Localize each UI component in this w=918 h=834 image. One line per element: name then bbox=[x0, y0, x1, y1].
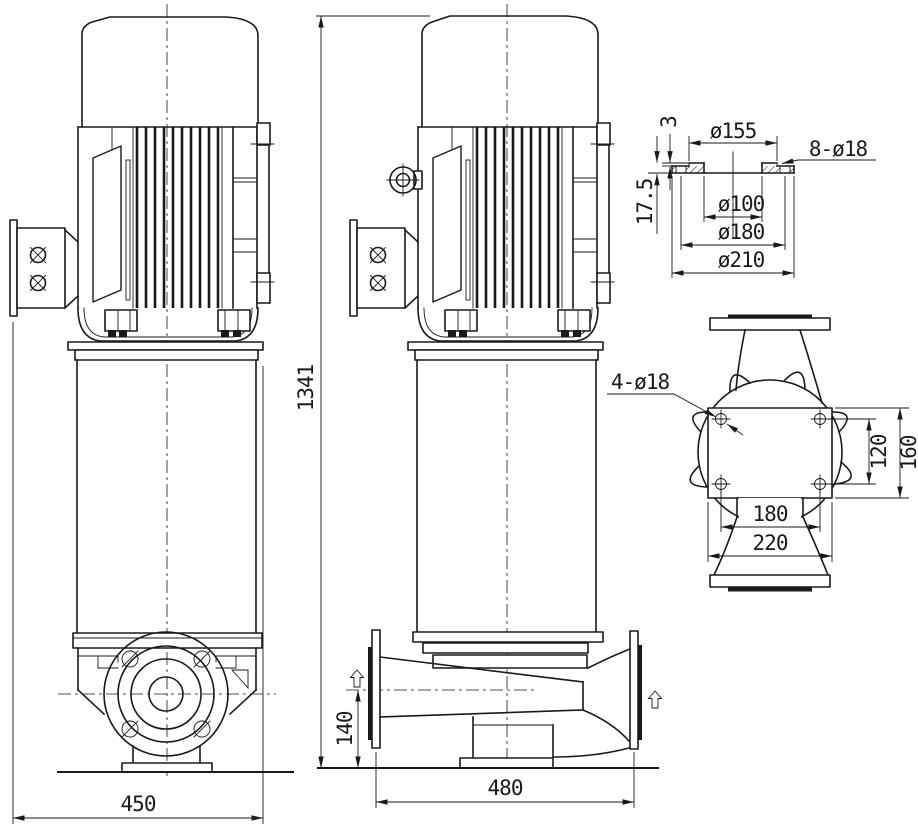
flange-section bbox=[671, 151, 795, 239]
dim-flange-face-height-group: 3 bbox=[657, 116, 689, 190]
dim-flange-outer-dia-group: ø210 bbox=[671, 176, 795, 278]
top-pipe-flange bbox=[709, 317, 831, 331]
casing-gussets bbox=[76, 647, 258, 716]
outlet-flange bbox=[629, 630, 639, 750]
pad-bolt-holes bbox=[711, 409, 830, 494]
motor-side-bracket bbox=[232, 122, 275, 304]
motor-cooling-fins bbox=[132, 126, 223, 309]
dim-side-port-height-group: 140 bbox=[333, 690, 361, 768]
flange-bolt-hole-icon bbox=[121, 650, 211, 738]
motor-fan-cover bbox=[81, 16, 259, 128]
casing-top-flange bbox=[72, 632, 263, 649]
dim-plan-hole-spacing-y: 120 bbox=[867, 434, 891, 469]
dim-front-overall-width: 450 bbox=[121, 792, 156, 816]
dim-flange-bore-dia: ø100 bbox=[718, 192, 765, 216]
dim-plan-pad-width: 220 bbox=[753, 531, 788, 555]
terminal-box bbox=[9, 219, 80, 317]
inlet-flange bbox=[371, 629, 381, 749]
pump-barrel bbox=[416, 359, 597, 633]
dim-side-port-height: 140 bbox=[333, 711, 357, 746]
dim-side-overall-length-group: 480 bbox=[375, 752, 635, 808]
dim-flange-face-height: 3 bbox=[657, 116, 681, 128]
dim-flange-bore-dia-group: ø100 bbox=[703, 176, 766, 222]
side-view: 1341 140 480 bbox=[294, 4, 663, 808]
bottom-pipe-flange bbox=[709, 574, 831, 588]
cable-gland-icon bbox=[29, 246, 47, 264]
dim-flange-bolt-circle-group: ø180 bbox=[680, 176, 786, 250]
motor-stool-flange bbox=[407, 341, 604, 351]
dim-plan-hole-spacing-width-group: 180 bbox=[720, 490, 821, 532]
terminal-box bbox=[349, 219, 420, 317]
dim-side-overall-length: 480 bbox=[488, 776, 523, 800]
motor-feet bbox=[444, 309, 591, 337]
dim-flange-face-dia-group: ø155 bbox=[688, 119, 778, 161]
flow-arrow-icon bbox=[647, 690, 663, 709]
dim-flange-outer-dia: ø210 bbox=[718, 248, 765, 272]
plan-view: 4-ø18 120 160 180 220 bbox=[607, 314, 918, 592]
motor-feet bbox=[104, 309, 251, 337]
motor-stool-flange bbox=[67, 341, 264, 351]
flange-detail-view: ø155 8-ø18 3 17.5 ø100 bbox=[633, 116, 876, 278]
lifting-eyebolt-icon bbox=[386, 163, 423, 197]
motor-strip bbox=[125, 159, 131, 301]
pump-base bbox=[459, 757, 554, 769]
label-plan-bolt-holes: 4-ø18 bbox=[611, 370, 670, 394]
outlet-flange-face bbox=[638, 645, 642, 740]
motor-strip bbox=[465, 159, 471, 301]
suction-discharge-piping bbox=[349, 629, 663, 769]
pump-barrel bbox=[76, 359, 257, 634]
bottom-pipe bbox=[709, 497, 831, 592]
label-flange-bolt-holes-group: 8-ø18 bbox=[781, 137, 876, 164]
dim-flange-thickness: 17.5 bbox=[633, 179, 657, 226]
dim-flange-thickness-group: 17.5 bbox=[633, 136, 672, 234]
motor-nameplate bbox=[92, 145, 122, 303]
motor-side-bracket bbox=[572, 122, 615, 304]
dim-side-overall-height: 1341 bbox=[294, 364, 318, 411]
suction-flange-front bbox=[103, 631, 229, 757]
dim-side-overall-height-group: 1341 bbox=[294, 15, 430, 768]
top-pipe bbox=[709, 314, 831, 404]
motor-cooling-fins bbox=[472, 126, 563, 309]
dim-flange-bolt-circle: ø180 bbox=[718, 220, 765, 244]
cable-gland-icon bbox=[369, 274, 387, 292]
motor-fan-cover bbox=[421, 15, 599, 128]
inlet-flange-face bbox=[368, 647, 372, 740]
casing-flange bbox=[412, 631, 604, 643]
label-flange-bolt-holes: 8-ø18 bbox=[809, 137, 868, 161]
dim-plan-hole-spacing-x: 180 bbox=[753, 502, 788, 526]
dim-plan-pad-depth: 160 bbox=[897, 435, 918, 470]
dim-plan-hole-spacing-depth-group: 120 bbox=[827, 418, 891, 485]
dim-plan-pad-width-group: 220 bbox=[707, 502, 833, 562]
front-view: 450 bbox=[9, 4, 295, 824]
dim-front-overall-width-group: 450 bbox=[12, 322, 264, 824]
motor-nameplate bbox=[432, 145, 462, 303]
cable-gland-icon bbox=[29, 274, 47, 292]
label-plan-bolt-holes-group: 4-ø18 bbox=[607, 370, 744, 436]
flow-arrow-icon bbox=[349, 669, 365, 688]
dim-plan-pad-depth-group: 160 bbox=[835, 407, 918, 499]
dim-flange-face-dia: ø155 bbox=[710, 119, 757, 143]
cable-gland-icon bbox=[369, 246, 387, 264]
